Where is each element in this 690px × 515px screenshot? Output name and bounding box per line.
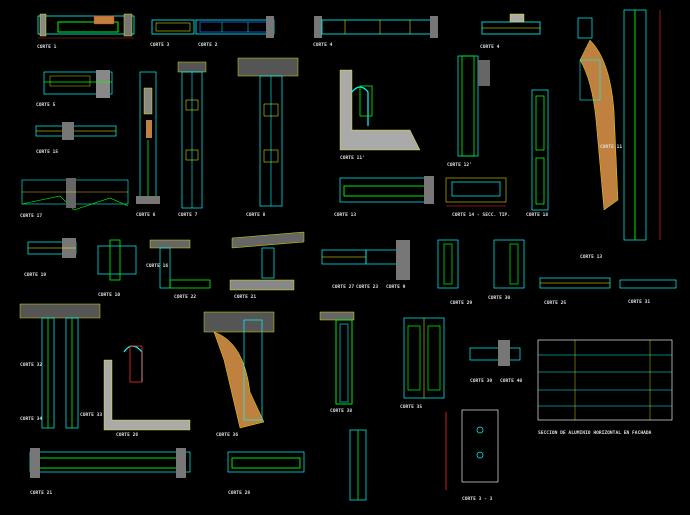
caption-corte-5: CORTE 5: [36, 102, 56, 108]
caption-corte-6: CORTE 6: [136, 212, 156, 218]
detail-corte-12: CORTE 12': [447, 55, 490, 168]
detail-corte-35: CORTE 35: [400, 317, 445, 410]
caption-corte-36: CORTE 36: [216, 432, 238, 438]
caption-corte-26: CORTE 26: [116, 432, 138, 438]
detail-corte-21b: CORTE 21: [29, 448, 191, 496]
caption-seccion-fachada: SECCION DE ALUMINIO HORIZONTAL EN FACHAD…: [538, 430, 652, 436]
caption-corte-4a: CORTE 4: [313, 42, 333, 48]
caption-corte-18: CORTE 18: [526, 212, 548, 218]
detail-corte-26: CORTE 26: [103, 345, 191, 438]
detail-corte-30: CORTE 30: [488, 239, 525, 301]
caption-corte-14: CORTE 14 - SECC. TIP.: [452, 212, 510, 218]
detail-corte-28: CORTE 28: [227, 451, 305, 496]
caption-corte-21: CORTE 21: [234, 294, 256, 300]
caption-corte-40: CORTE 40: [500, 378, 522, 384]
detail-corte-16: CORTE 16: [146, 239, 211, 289]
detail-corte-13: CORTE 13: [334, 176, 434, 218]
caption-corte-10: CORTE 10: [98, 292, 120, 298]
detail-corte-31: CORTE 31: [619, 279, 677, 305]
detail-seccion-fachada: SECCION DE ALUMINIO HORIZONTAL EN FACHAD…: [537, 339, 673, 436]
detail-corte-21: CORTE 21: [229, 231, 305, 300]
caption-corte-27: CORTE 27: [332, 284, 354, 290]
caption-corte-3b: CORTE 3 - 3: [462, 496, 493, 502]
caption-corte-19: CORTE 19: [24, 272, 46, 278]
detail-corte-2: CORTE 2: [195, 16, 275, 48]
detail-corte-25: CORTE 25: [539, 277, 611, 306]
detail-corte-7: CORTE 7: [177, 61, 207, 218]
caption-corte-17: CORTE 17: [20, 213, 42, 219]
caption-corte-13b: CORTE 13: [580, 254, 602, 260]
detail-corte-4a: CORTE 4: [313, 16, 438, 48]
detail-corte-5: CORTE 5: [36, 70, 113, 108]
detail-corte-10: CORTE 10: [97, 239, 137, 298]
caption-corte-15: CORTE 15: [36, 149, 58, 155]
detail-corte-4b: CORTE 4: [480, 13, 541, 50]
caption-corte-23: CORTE 23: [356, 284, 378, 290]
detail-corte-3: CORTE 3: [150, 19, 195, 48]
caption-corte-25: CORTE 25: [544, 300, 566, 306]
caption-corte-8: CORTE 8: [246, 212, 266, 218]
caption-corte-2: CORTE 2: [198, 42, 218, 48]
detail-corte-23: CORTE 23 CORTE 9: [356, 240, 410, 290]
caption-corte-31: CORTE 31: [628, 299, 650, 305]
detail-corte-8: CORTE 8: [237, 57, 299, 218]
detail-corte-18: CORTE 18: [526, 89, 548, 218]
detail-corte-39-40: CORTE 39 CORTE 40: [469, 340, 522, 384]
caption-corte-4b: CORTE 4: [480, 44, 500, 50]
caption-corte-34: CORTE 34: [20, 416, 42, 422]
detail-corte-6: CORTE 6: [136, 71, 160, 218]
caption-corte-28: CORTE 28: [228, 490, 250, 496]
caption-corte-16: CORTE 16: [146, 263, 168, 269]
detail-corte-11: CORTE 11 CORTE 13: [577, 9, 661, 260]
caption-corte-12: CORTE 12': [447, 162, 472, 168]
caption-corte-1: CORTE 1: [37, 44, 57, 50]
caption-corte-38: CORTE 38: [330, 408, 352, 414]
caption-corte-11: CORTE 11: [600, 144, 622, 150]
detail-corte-37: [349, 429, 367, 501]
detail-corte-17: CORTE 17: [20, 178, 129, 219]
detail-corte-1: CORTE 1: [37, 13, 135, 50]
detail-corte-15: CORTE 15: [35, 122, 117, 155]
caption-corte-21b: CORTE 21: [30, 490, 52, 496]
caption-corte-33: CORTE 33: [80, 412, 102, 418]
caption-corte-29: CORTE 29: [450, 300, 472, 306]
caption-corte-9: CORTE 9: [386, 284, 406, 290]
detail-corte-11p: CORTE 11': [339, 69, 421, 161]
caption-corte-39: CORTE 39: [470, 378, 492, 384]
caption-corte-11p: CORTE 11': [340, 155, 365, 161]
detail-corte-22: CORTE 22: [174, 294, 196, 300]
detail-corte-38: CORTE 38: [319, 311, 355, 414]
caption-corte-3: CORTE 3: [150, 42, 170, 48]
caption-corte-13: CORTE 13: [334, 212, 356, 218]
caption-corte-32: CORTE 32: [20, 362, 42, 368]
caption-corte-7: CORTE 7: [178, 212, 198, 218]
caption-corte-35: CORTE 35: [400, 404, 422, 410]
detail-corte-32-33-34: CORTE 32 CORTE 34 CORTE 33: [19, 303, 102, 429]
detail-corte-29: CORTE 29: [437, 239, 472, 306]
caption-corte-22: CORTE 22: [174, 294, 196, 300]
detail-corte-36: CORTE 36: [203, 311, 275, 438]
detail-corte-3b: CORTE 3 - 3: [445, 409, 499, 502]
caption-corte-30: CORTE 30: [488, 295, 510, 301]
detail-corte-19: CORTE 19: [24, 238, 77, 278]
detail-corte-14: CORTE 14 - SECC. TIP.: [445, 177, 510, 218]
